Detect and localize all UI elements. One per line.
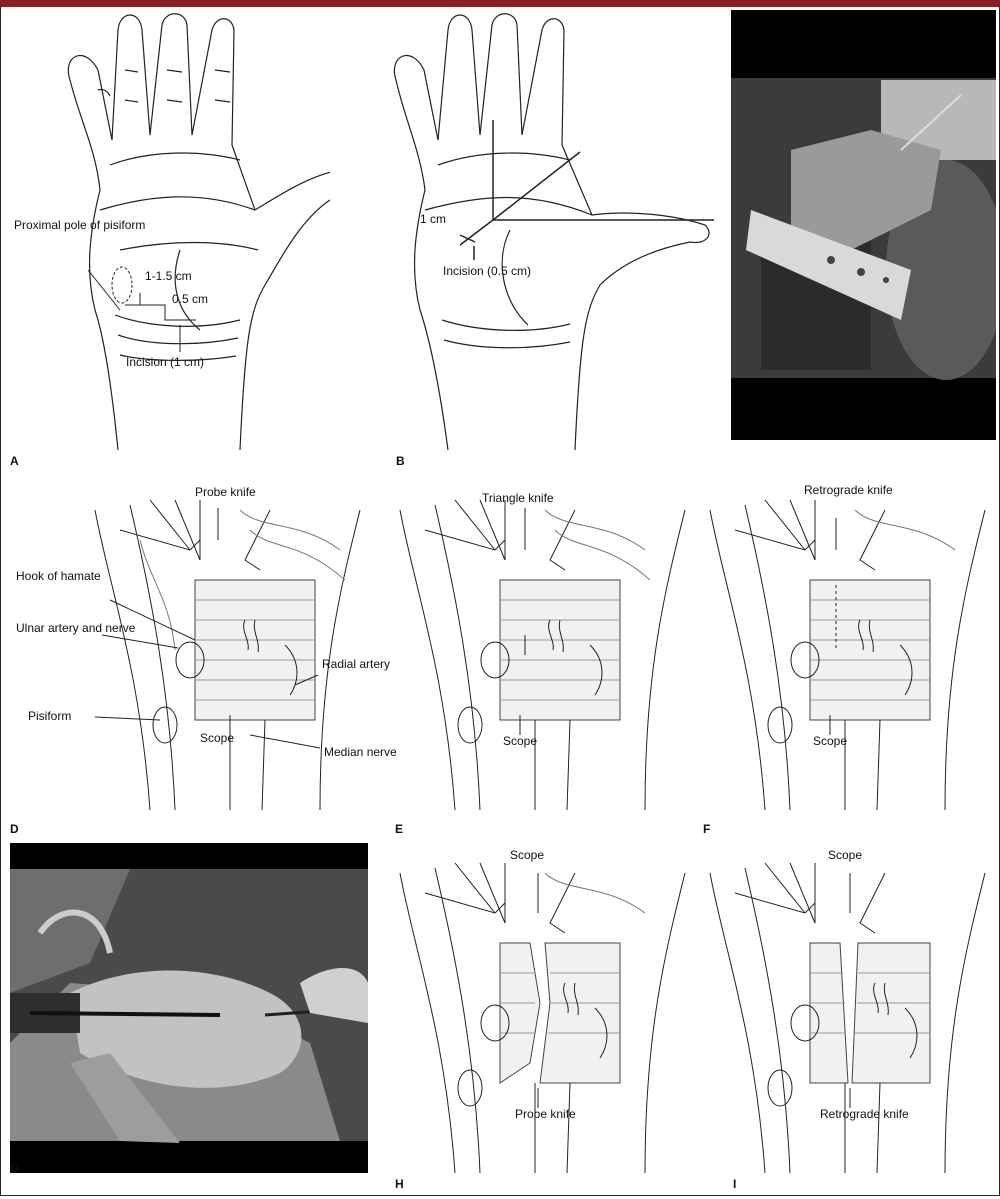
panel-e: Triangle knife Scope E: [390, 470, 700, 830]
photo-g-image: [10, 843, 368, 1173]
top-accent-bar: [0, 0, 1000, 7]
label-triangle-knife: Triangle knife: [482, 492, 554, 505]
label-proximal-pole: Proximal pole of pisiform: [14, 218, 84, 232]
wrist-drawing-e: [390, 470, 700, 830]
label-incision-1cm: Incision (1 cm): [126, 356, 204, 369]
panel-letter-e: E: [395, 822, 403, 836]
label-scope-e: Scope: [503, 735, 537, 748]
label-ulnar-artery-nerve: Ulnar artery and nerve: [16, 622, 106, 635]
label-radial-artery: Radial artery: [322, 658, 382, 671]
panel-letter-f: F: [703, 822, 710, 836]
panel-b: 1 cm Incision (0.5 cm) B: [330, 10, 730, 450]
wrist-drawing-f: [700, 470, 998, 830]
label-distance-0.5cm: 0.5 cm: [172, 293, 208, 306]
label-distance-1cm: 1 cm: [420, 213, 446, 226]
label-probe-knife-h: Probe knife: [515, 1108, 565, 1121]
panel-letter-d: D: [10, 822, 19, 836]
label-scope-i: Scope: [828, 849, 862, 862]
label-probe-knife-d: Probe knife: [195, 486, 245, 499]
label-retrograde-knife-i: Retrograde knife: [820, 1108, 884, 1121]
label-median-nerve: Median nerve: [324, 746, 384, 759]
wrist-drawing-h: [390, 843, 700, 1193]
label-pisiform: Pisiform: [28, 710, 71, 723]
wrist-drawing-i: [700, 843, 998, 1193]
panel-letter-a: A: [10, 454, 19, 468]
panel-d: Probe knife Hook of hamate Ulnar artery …: [0, 470, 370, 830]
panel-letter-g: G: [10, 1161, 19, 1173]
panel-letter-h: H: [395, 1177, 404, 1191]
label-retrograde-knife-f: Retrograde knife: [804, 484, 868, 497]
panel-a: Proximal pole of pisiform 1-1.5 cm 0.5 c…: [0, 10, 330, 450]
panel-i: Scope Retrograde knife I: [700, 843, 998, 1193]
photo-c-image: [731, 10, 996, 440]
hand-drawing-b: [330, 10, 730, 450]
panel-letter-i: I: [733, 1177, 736, 1191]
label-scope-h: Scope: [510, 849, 544, 862]
label-scope-f: Scope: [813, 735, 847, 748]
label-hook-of-hamate: Hook of hamate: [16, 570, 96, 583]
wrist-drawing-d: [0, 470, 370, 830]
label-scope-d: Scope: [200, 732, 234, 745]
label-incision-0.5cm: Incision (0.5 cm): [443, 265, 531, 278]
photo-c: C: [731, 10, 996, 440]
panel-letter-b: B: [396, 454, 405, 468]
panel-f: Retrograde knife Scope F: [700, 470, 998, 830]
panel-h: Scope Probe knife H: [390, 843, 700, 1193]
label-distance-1-1.5cm: 1-1.5 cm: [145, 270, 192, 283]
photo-g: G: [10, 843, 368, 1173]
